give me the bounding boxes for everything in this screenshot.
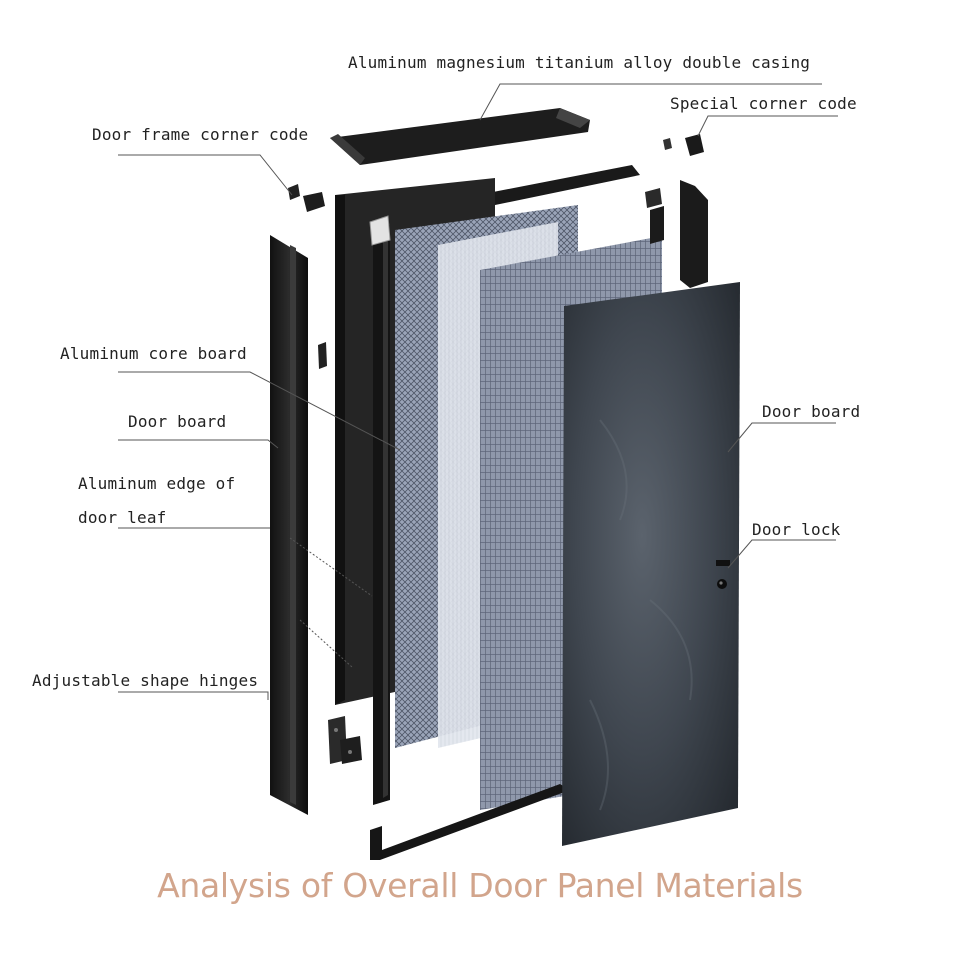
top-casing-rail bbox=[330, 108, 590, 165]
diagram-caption: Analysis of Overall Door Panel Materials bbox=[0, 866, 960, 905]
inner-frame-post bbox=[373, 225, 390, 805]
frame-corner-code-icon bbox=[288, 184, 325, 212]
small-corner-code-icon bbox=[645, 188, 662, 208]
left-aluminum-edge bbox=[270, 235, 308, 815]
special-corner-code-icon bbox=[663, 134, 704, 156]
label-aluminum-edge-line1: Aluminum edge of bbox=[78, 474, 235, 493]
label-aluminum-magnesium-casing: Aluminum magnesium titanium alloy double… bbox=[348, 53, 810, 72]
bottom-rail bbox=[370, 784, 570, 860]
side-clip-icon bbox=[318, 342, 327, 369]
label-aluminum-edge-line2: door leaf bbox=[78, 508, 167, 527]
label-door-board-left: Door board bbox=[128, 412, 226, 431]
label-door-board-right: Door board bbox=[762, 402, 860, 421]
label-adjustable-shape-hinges: Adjustable shape hinges bbox=[32, 671, 258, 690]
label-door-frame-corner-code: Door frame corner code bbox=[92, 125, 308, 144]
hinge-icon bbox=[328, 716, 362, 764]
label-aluminum-core-board: Aluminum core board bbox=[60, 344, 247, 363]
label-door-lock: Door lock bbox=[752, 520, 841, 539]
front-door-board bbox=[562, 282, 740, 846]
label-special-corner-code: Special corner code bbox=[670, 94, 857, 113]
